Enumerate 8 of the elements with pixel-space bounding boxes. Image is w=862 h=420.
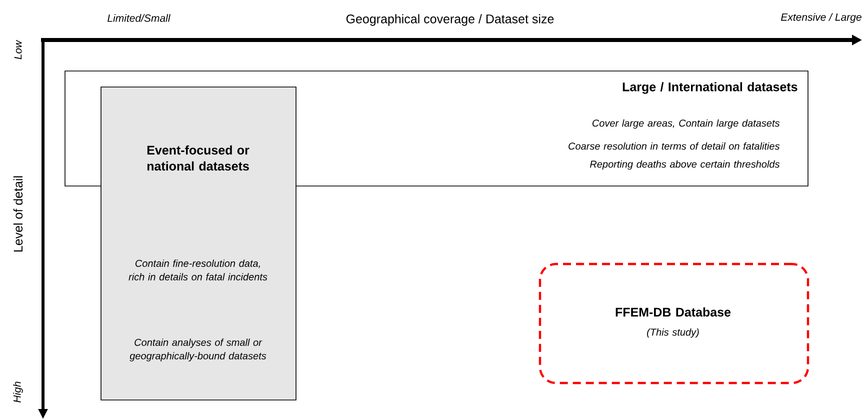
axis-title: Geographical coverage / Dataset size <box>346 14 554 26</box>
axis-end-label: Low <box>14 40 22 60</box>
dataset-box: Event-focused or national datasets Contain fine-resolution data, rich in details on fatal incidents Contain analyses of small or geographically-bound datasets <box>100 86 296 400</box>
highlight-box: FFEM-DB Database (This study) <box>538 262 810 384</box>
axis-end-label: Limited/Small <box>108 14 170 22</box>
axis-end-label: Extensive / Large <box>781 13 862 23</box>
axis-end-label: High <box>13 382 23 402</box>
axis-title: Level of detail <box>13 176 23 252</box>
